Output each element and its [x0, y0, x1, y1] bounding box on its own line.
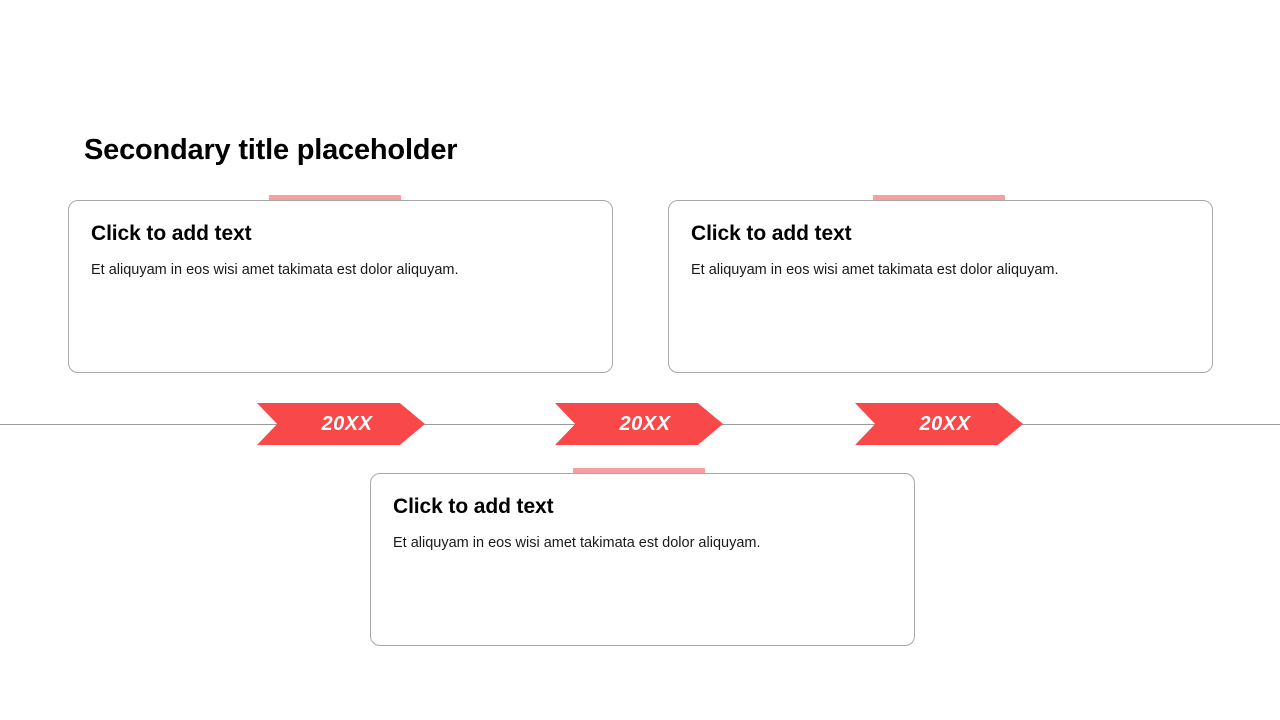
- timeline-marker-label-1: 20XX: [321, 412, 373, 435]
- card-body-2[interactable]: Et aliquyam in eos wisi amet takimata es…: [691, 262, 1059, 279]
- card-body-3[interactable]: Et aliquyam in eos wisi amet takimata es…: [393, 535, 761, 552]
- card-tab-marker-1: [269, 195, 401, 201]
- timeline-marker-1[interactable]: 20XX: [257, 403, 425, 445]
- page-title[interactable]: Secondary title placeholder: [84, 134, 458, 166]
- card-heading-3[interactable]: Click to add text: [393, 495, 554, 518]
- timeline-marker-label-3: 20XX: [919, 412, 971, 435]
- content-card-3[interactable]: Click to add text Et aliquyam in eos wis…: [370, 473, 915, 646]
- card-body-1[interactable]: Et aliquyam in eos wisi amet takimata es…: [91, 262, 459, 279]
- content-card-2[interactable]: Click to add text Et aliquyam in eos wis…: [668, 200, 1213, 373]
- card-tab-marker-2: [873, 195, 1005, 201]
- timeline-marker-label-2: 20XX: [619, 412, 671, 435]
- card-heading-2[interactable]: Click to add text: [691, 222, 852, 245]
- card-heading-1[interactable]: Click to add text: [91, 222, 252, 245]
- timeline-marker-3[interactable]: 20XX: [855, 403, 1023, 445]
- card-tab-marker-3: [573, 468, 705, 474]
- content-card-1[interactable]: Click to add text Et aliquyam in eos wis…: [68, 200, 613, 373]
- timeline-marker-2[interactable]: 20XX: [555, 403, 723, 445]
